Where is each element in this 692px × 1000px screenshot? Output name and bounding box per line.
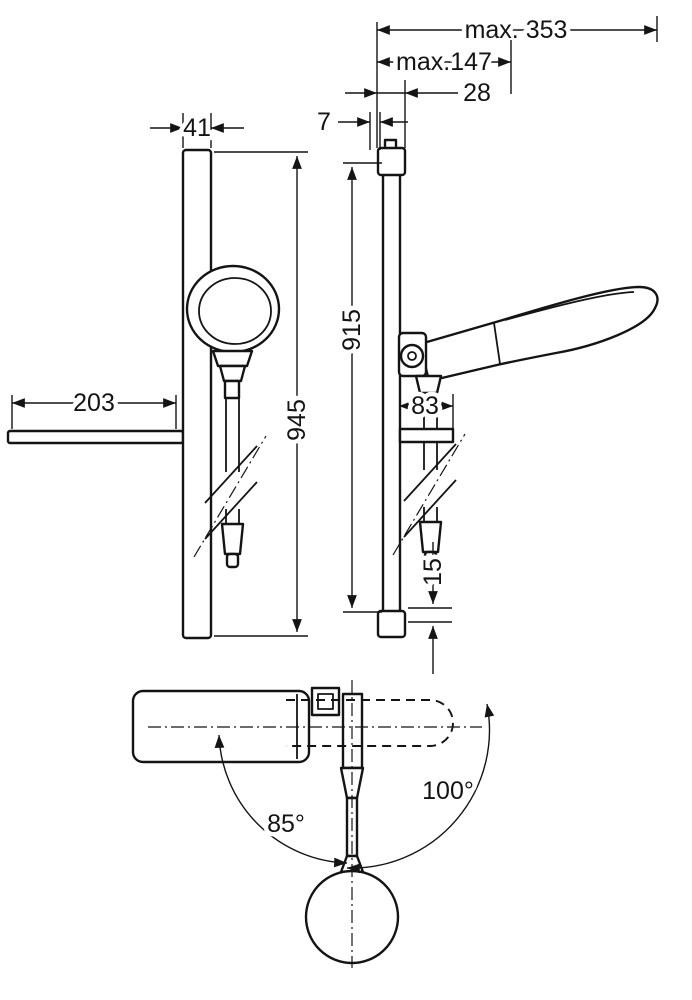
dim-203: 203 bbox=[11, 385, 177, 429]
hose-front bbox=[193, 398, 267, 569]
hose-tip-front bbox=[225, 552, 240, 569]
dim-83: 83 bbox=[399, 388, 454, 428]
dim-15: 15 bbox=[408, 542, 452, 674]
top-bracket bbox=[376, 146, 407, 177]
side-view bbox=[376, 138, 659, 639]
holder-pivot bbox=[399, 343, 425, 369]
holder-front-lower bbox=[218, 364, 247, 383]
shelf-bar-front bbox=[6, 429, 185, 445]
rail-clamp-inner bbox=[317, 693, 334, 710]
hose-break-centerline bbox=[193, 435, 267, 558]
dim-max-353: max. 353 bbox=[376, 12, 658, 148]
front-view bbox=[6, 148, 281, 640]
hose-break-centerline bbox=[392, 433, 466, 556]
dim-915: 915 bbox=[334, 162, 382, 613]
dim-945: 945 bbox=[214, 151, 316, 637]
dim-max-353-label: max. 353 bbox=[465, 16, 568, 44]
dim-15-label: 15 bbox=[419, 558, 447, 586]
dim-max-147-label: max.147 bbox=[396, 48, 492, 76]
dim-28-label: 28 bbox=[463, 79, 491, 107]
wall-rail-side bbox=[381, 153, 402, 638]
pivoted-position-outline bbox=[286, 699, 454, 747]
hose-break-line bbox=[403, 479, 457, 538]
hose-fitting-side bbox=[418, 520, 443, 554]
dim-915-label: 915 bbox=[338, 309, 366, 351]
dim-7: 7 bbox=[313, 104, 408, 150]
dim-28: 28 bbox=[345, 75, 495, 148]
hose-side bbox=[392, 393, 466, 567]
dimension-annotations: max. 353 max.147 28 7 bbox=[11, 12, 658, 674]
holder-stem-front bbox=[223, 379, 241, 400]
spray-face bbox=[198, 277, 272, 345]
dim-83-label: 83 bbox=[411, 392, 439, 420]
dim-41-label: 41 bbox=[183, 114, 211, 142]
dim-max-147: max.147 bbox=[377, 40, 512, 94]
hose-break-line bbox=[403, 443, 457, 502]
hose-connector-side bbox=[414, 374, 443, 395]
bottom-bracket bbox=[376, 609, 407, 639]
swivel-100-label: 100° bbox=[422, 777, 474, 805]
holder-front-upper bbox=[211, 349, 254, 368]
swivel-arc-85 bbox=[214, 734, 348, 868]
dim-7-label: 7 bbox=[317, 108, 331, 136]
dim-41: 41 bbox=[150, 110, 244, 148]
rail-clamp-top-view bbox=[310, 686, 341, 717]
swivel-85-label: 85° bbox=[267, 810, 305, 838]
hose-break-line bbox=[204, 481, 258, 540]
hose-fitting-front bbox=[220, 522, 245, 556]
dim-203-label: 203 bbox=[73, 389, 115, 417]
holder-pivot-axis bbox=[407, 351, 417, 361]
handshower-side bbox=[418, 285, 659, 383]
wall-rail-front bbox=[181, 148, 213, 640]
shelf-bar-side bbox=[398, 427, 455, 444]
head-inner-line bbox=[504, 291, 635, 321]
handle-head-joint bbox=[493, 322, 501, 365]
swivel-arc-100 bbox=[346, 703, 495, 874]
dim-945-label: 945 bbox=[283, 399, 311, 441]
bottom-pivot-view: 85° 100° bbox=[131, 680, 495, 968]
hose-break-line bbox=[204, 445, 258, 504]
